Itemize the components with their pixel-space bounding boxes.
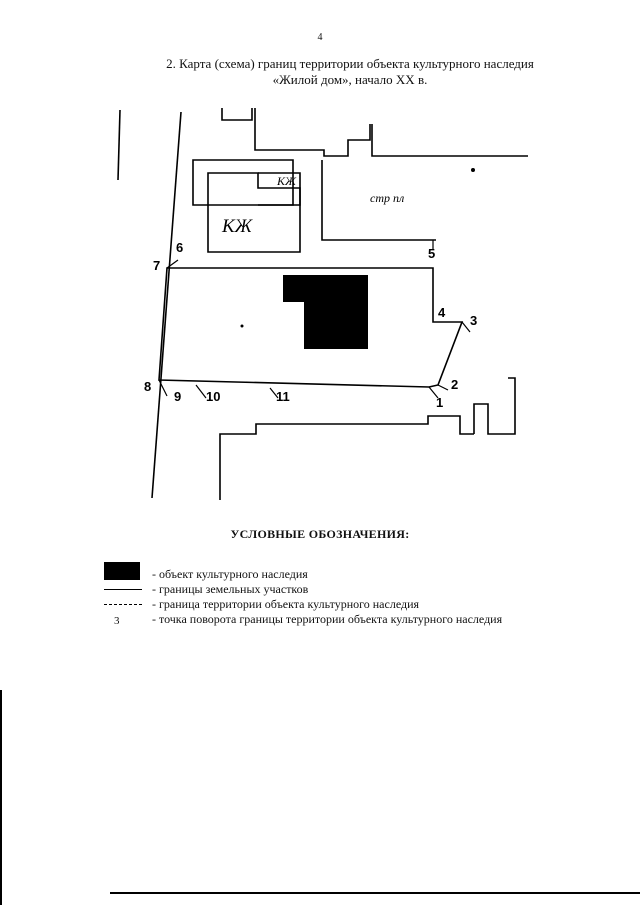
legend-text: - объект культурного наследия (152, 567, 308, 581)
turning-point-7: 7 (153, 258, 160, 273)
heritage-object (283, 275, 368, 349)
turning-point-10: 10 (206, 389, 220, 404)
street-line-left (117, 109, 121, 181)
legend-text: - границы земельных участков (152, 582, 309, 596)
page-number: 4 (317, 32, 323, 43)
kzh-small-box (258, 172, 301, 206)
legend-text: - точка поворота границы территории объе… (152, 612, 503, 626)
turning-point-8: 8 (144, 379, 151, 394)
scan-edge-left (0, 690, 2, 905)
turning-point-5: 5 (428, 246, 435, 261)
str-pl-label: стр пл (370, 191, 404, 205)
legend-text: - граница территории объекта культурного… (152, 597, 420, 611)
legend-symbol-number: 3 (114, 615, 120, 627)
legend-item-heritage-object: - объект культурного наследия (100, 562, 600, 582)
scan-dot (240, 324, 244, 328)
parcel-bottom-right (473, 377, 516, 435)
str-pl-parcel (321, 160, 436, 241)
turning-point-2: 2 (451, 377, 458, 392)
legend-item-turning-point: 3 - точка поворота границы территории об… (100, 611, 600, 627)
title-line-1: 2. Карта (схема) границ территории объек… (166, 56, 534, 71)
legend-symbol-dashed-line (100, 596, 142, 612)
legend-symbol-black (100, 562, 142, 582)
scan-dot (471, 168, 475, 172)
parcel-top-right (371, 124, 528, 157)
title-line-2: «Жилой дом», начало ХХ в. (272, 72, 428, 87)
scan-edge-bottom (110, 892, 640, 894)
turning-point-9: 9 (174, 389, 181, 404)
parcel-top-left (221, 108, 253, 121)
parcel-bottom (219, 415, 474, 500)
turning-point-4: 4 (438, 305, 446, 320)
parcel-top-stair (254, 108, 371, 157)
kzh-small-label: КЖ (276, 174, 297, 188)
territory-boundary (158, 267, 464, 388)
turning-point-1: 1 (436, 395, 443, 410)
legend-item-land-parcels: - границы земельных участков (100, 581, 600, 597)
leader-lines (158, 240, 471, 399)
boundary-map: КЖ КЖ стр пл 1 2 3 4 5 6 7 8 9 10 11 (117, 108, 528, 500)
page-title: 2. Карта (схема) границ территории объек… (100, 56, 600, 88)
legend-symbol-solid-line (100, 581, 142, 597)
legend-item-territory-boundary: - граница территории объекта культурного… (100, 596, 600, 612)
turning-point-6: 6 (176, 240, 183, 255)
turning-point-3: 3 (470, 313, 477, 328)
legend-heading: УСЛОВНЫЕ ОБОЗНАЧЕНИЯ: (230, 527, 410, 541)
street-line-main (151, 111, 182, 499)
kzh-large-label: КЖ (221, 216, 254, 237)
turning-point-11: 11 (276, 389, 290, 404)
